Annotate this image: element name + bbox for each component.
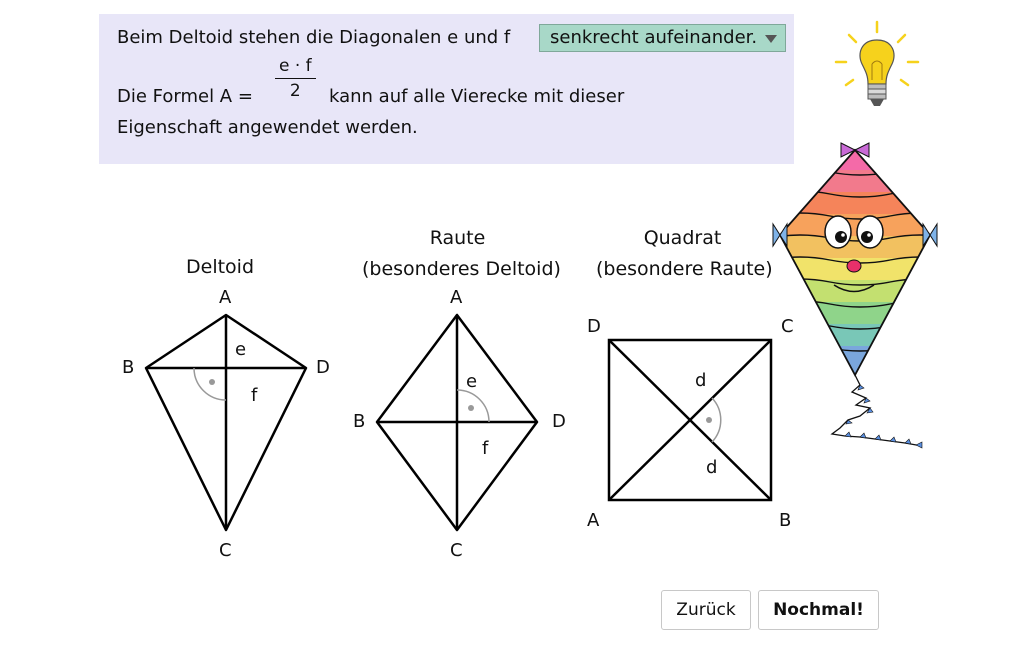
formula-fraction: e · f 2 (275, 56, 316, 101)
quadrat-vertex-d: D (587, 316, 601, 337)
deltoid-title: Deltoid (186, 256, 255, 278)
deltoid-right-angle-marker (193, 367, 227, 401)
sentence-3: Eigenschaft angewendet werden. (117, 117, 418, 138)
fraction-bar (275, 78, 316, 79)
raute-title: Raute (429, 227, 486, 249)
raute-vertex-a: A (450, 287, 463, 308)
back-button[interactable]: Zurück (661, 590, 751, 630)
raute-right-angle-dot (468, 405, 474, 411)
raute-label-f: f (482, 438, 489, 459)
raute-subtitle: (besonderes Deltoid) (362, 258, 561, 280)
info-panel: Beim Deltoid stehen die Diagonalen e und… (99, 14, 794, 164)
quadrat-subtitle: (besondere Raute) (596, 258, 773, 280)
deltoid-vertex-d: D (316, 357, 330, 378)
answer-dropdown[interactable]: senkrecht aufeinander. (539, 24, 787, 52)
deltoid-figure (144, 313, 308, 532)
fraction-denominator: 2 (289, 81, 301, 101)
deltoid-right-angle-dot (209, 379, 215, 385)
quadrat-figure (607, 338, 773, 502)
deltoid-label-e: e (235, 339, 247, 360)
info-line-1: Beim Deltoid stehen die Diagonalen e und… (117, 27, 510, 48)
raute-right-angle-marker (456, 389, 490, 423)
dropdown-value: senkrecht aufeinander. (550, 27, 758, 48)
deltoid-vertex-b: B (122, 357, 135, 378)
quadrat-vertex-b: B (779, 510, 792, 531)
quadrat-vertex-a: A (587, 510, 600, 531)
formula-prefix: Die Formel A = (117, 86, 253, 107)
quadrat-vertex-c: C (781, 316, 794, 337)
retry-button[interactable]: Nochmal! (758, 590, 879, 630)
info-line-3: Eigenschaft angewendet werden. (117, 117, 418, 138)
formula-suffix: kann auf alle Vierecke mit dieser (329, 86, 625, 107)
raute-vertex-d: D (552, 411, 566, 432)
quadrat-title: Quadrat (643, 227, 722, 249)
quadrat-right-angle-marker (711, 397, 722, 443)
chevron-down-icon (765, 35, 778, 43)
deltoid-label-f: f (251, 385, 258, 406)
quadrat-label-d-top: d (695, 370, 707, 391)
raute-label-e: e (466, 371, 478, 392)
quadrat-right-angle-dot (706, 417, 712, 423)
lightbulb-icon[interactable] (834, 20, 920, 106)
deltoid-vertex-a: A (219, 287, 232, 308)
deltoid-vertex-c: C (219, 540, 232, 561)
raute-vertex-c: C (450, 540, 463, 561)
fraction-numerator: e · f (279, 56, 312, 76)
quadrat-label-d-bottom: d (706, 457, 718, 478)
raute-figure (375, 313, 539, 532)
kite-illustration (772, 142, 938, 449)
sentence-1: Beim Deltoid stehen die Diagonalen e und… (117, 27, 511, 48)
quadrat-shape (607, 338, 773, 502)
raute-vertex-b: B (353, 411, 366, 432)
quadrat-diagonal-2 (608, 339, 772, 501)
